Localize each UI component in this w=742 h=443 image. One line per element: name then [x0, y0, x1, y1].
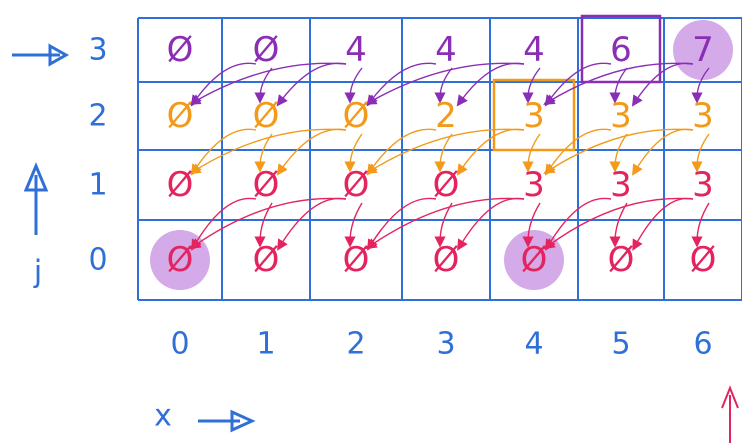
dependency-arrow-10 — [544, 62, 612, 107]
cell-r0-x1: Ø — [253, 240, 280, 280]
column-label-6: 6 — [693, 327, 712, 362]
cell-r0-x6: Ø — [690, 240, 717, 280]
row-label-3: 3 — [88, 33, 107, 68]
j-axis-label: j — [33, 255, 42, 290]
cell-r1-x0: Ø — [167, 165, 194, 205]
boxed-cells-layer — [492, 14, 662, 152]
cell-r3-x6: 7 — [692, 30, 714, 70]
partial-up-arrow-icon — [721, 385, 739, 443]
dependency-arrow-14 — [691, 67, 710, 104]
cell-highlight-0 — [673, 20, 733, 80]
row-labels: 3 2 1 0 — [88, 33, 107, 278]
dependency-arrow-32 — [277, 197, 347, 251]
dependency-arrow-24 — [522, 133, 541, 173]
dependency-arrow-26 — [609, 133, 628, 173]
j-axis-up-arrow-icon — [23, 162, 49, 235]
dependency-arrow-20 — [366, 128, 437, 176]
cell-r2-x3: 2 — [435, 96, 457, 136]
dependency-arrow-31 — [254, 202, 273, 248]
dependency-arrow-29 — [691, 133, 710, 173]
cell-r1-x5: 3 — [610, 165, 632, 205]
cell-r2-x5: 3 — [610, 96, 632, 136]
dependency-arrow-3 — [189, 62, 347, 105]
row-label-0: 0 — [88, 243, 107, 278]
dependency-arrow-28 — [543, 128, 694, 175]
dependency-arrow-9 — [522, 67, 541, 104]
dependency-arrow-11 — [609, 67, 628, 104]
dependency-arrow-40 — [545, 197, 612, 251]
cell-r2-x1: Ø — [253, 96, 280, 136]
dependency-arrow-4 — [344, 67, 363, 104]
dependency-arrow-34 — [344, 202, 363, 248]
dependency-arrow-35 — [367, 197, 437, 251]
cell-r0-x5: Ø — [608, 240, 635, 280]
cell-r2-x6: 3 — [692, 96, 714, 136]
cell-r2-x2: Ø — [343, 96, 370, 136]
dependency-arrow-25 — [544, 128, 612, 176]
row3-pointer-arrow-icon — [12, 43, 70, 67]
dependency-arrow-18 — [189, 128, 347, 174]
cell-r1-x3: Ø — [433, 165, 460, 205]
dependency-arrow-38 — [365, 197, 525, 250]
dependency-arrow-23 — [365, 128, 525, 174]
dependency-arrow-5 — [366, 62, 437, 107]
dependency-arrow-30 — [191, 197, 257, 251]
cell-r3-x5: 6 — [610, 30, 632, 70]
dependency-arrow-13 — [543, 62, 694, 105]
x-axis-label: x — [154, 399, 172, 434]
cell-r0-x0: Ø — [167, 240, 194, 280]
column-label-1: 1 — [256, 327, 275, 362]
dependency-arrow-19 — [344, 133, 363, 173]
dependency-arrow-15 — [190, 128, 257, 176]
cell-r3-x1: Ø — [253, 30, 280, 70]
cell-r3-x2: 4 — [345, 30, 367, 70]
boxed-cell-0 — [580, 14, 662, 84]
column-label-4: 4 — [524, 327, 543, 362]
dependency-arrow-43 — [543, 197, 694, 250]
cell-r1-x4: 3 — [523, 165, 545, 205]
column-label-5: 5 — [611, 327, 630, 362]
x-axis-right-arrow-icon — [198, 409, 256, 433]
dependency-arrow-8 — [365, 62, 525, 105]
cell-r0-x4: Ø — [521, 240, 548, 280]
cell-r0-x2: Ø — [343, 240, 370, 280]
dependency-arrows — [189, 62, 710, 251]
cell-r2-x0: Ø — [167, 96, 194, 136]
cell-r3-x3: 4 — [435, 30, 457, 70]
column-label-0: 0 — [170, 327, 189, 362]
dependency-arrow-44 — [691, 202, 710, 248]
cell-r2-x4: 3 — [523, 96, 545, 136]
cell-r3-x0: Ø — [167, 30, 194, 70]
dependency-arrow-0 — [190, 62, 257, 107]
column-label-2: 2 — [346, 327, 365, 362]
boxed-cell-1 — [492, 78, 576, 152]
row-label-1: 1 — [88, 168, 107, 203]
column-labels: 0 1 2 3 4 5 6 — [170, 327, 712, 362]
dependency-arrow-6 — [434, 67, 453, 104]
cell-r1-x2: Ø — [343, 165, 370, 205]
cell-r1-x1: Ø — [253, 165, 280, 205]
cell-r1-x6: 3 — [692, 165, 714, 205]
cell-r0-x3: Ø — [433, 240, 460, 280]
row-label-2: 2 — [88, 99, 107, 134]
dependency-arrow-39 — [522, 202, 541, 248]
dependency-arrow-33 — [189, 197, 347, 250]
cell-r3-x4: 4 — [523, 30, 545, 70]
column-label-3: 3 — [436, 327, 455, 362]
